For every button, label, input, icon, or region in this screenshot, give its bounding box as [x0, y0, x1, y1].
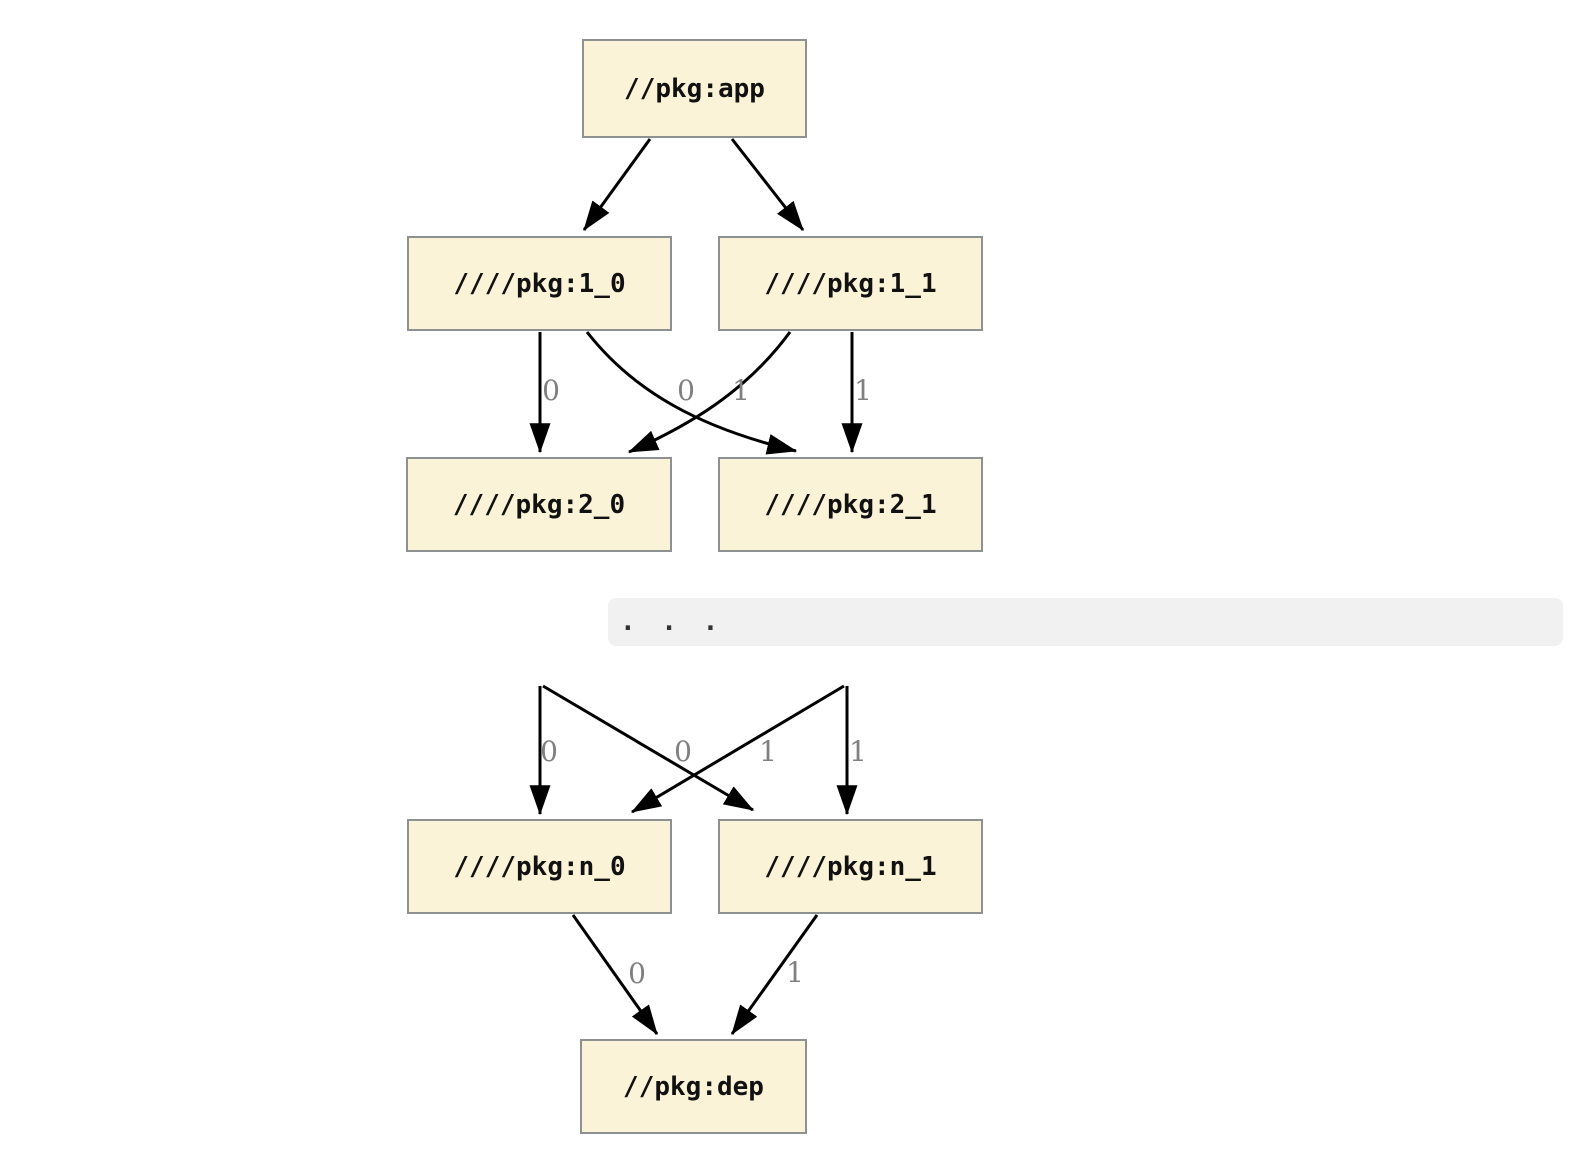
edge-label-1_1-2_0: 0: [677, 374, 695, 407]
edge-1_0-to-2_1: [585, 331, 798, 455]
edge-label-1_1-2_1: 1: [854, 374, 872, 407]
edge-n_1-to-dep: [730, 914, 819, 1035]
node-pkg-2_1: ////pkg:2_1: [718, 457, 983, 552]
edge-ellipsis-to-n_1-diagonal: [542, 684, 755, 812]
edge-1_1-to-2_0: [627, 331, 792, 454]
node-pkg-1_1: ////pkg:1_1: [718, 236, 983, 331]
edge-label-mid-n_0-diagonal: 0: [674, 735, 692, 768]
edge-ellipsis-to-n_0-diagonal: [630, 684, 845, 814]
ellipsis-band: . . .: [608, 598, 1563, 646]
node-pkg-2_0: ////pkg:2_0: [406, 457, 672, 552]
node-pkg-app: //pkg:app: [582, 39, 807, 138]
edge-label-mid-n_1-diagonal: 1: [759, 735, 777, 768]
node-pkg-dep: //pkg:dep: [580, 1039, 807, 1134]
ellipsis-dots: . . .: [620, 607, 724, 637]
edge-n_0-to-dep: [571, 914, 659, 1035]
edge-label-n_0-dep: 0: [628, 957, 646, 990]
edge-app-to-1_1: [730, 138, 805, 231]
node-pkg-1_0: ////pkg:1_0: [407, 236, 672, 331]
edge-label-1_0-2_0: 0: [542, 374, 560, 407]
edge-label-1_0-2_1: 1: [732, 374, 750, 407]
edge-label-mid-n_0-vertical: 0: [540, 735, 558, 768]
node-pkg-n_0: ////pkg:n_0: [407, 819, 672, 914]
edge-label-mid-n_1-vertical: 1: [849, 735, 867, 768]
edge-label-n_1-dep: 1: [786, 956, 804, 989]
edge-app-to-1_0: [582, 138, 652, 231]
node-pkg-n_1: ////pkg:n_1: [718, 819, 983, 914]
